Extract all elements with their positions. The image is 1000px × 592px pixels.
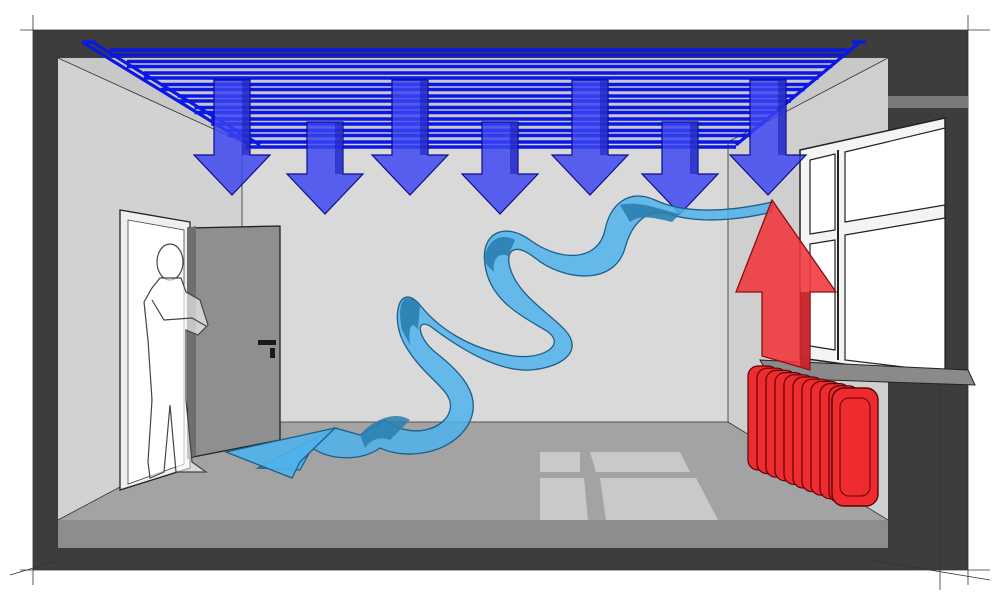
door-lock (270, 348, 275, 358)
back-wall (242, 142, 728, 422)
air-ribbon-shade-1 (620, 203, 680, 222)
cool-air-arrow-shade (690, 122, 698, 174)
air-ribbon (223, 195, 773, 479)
air-ribbon-shade-4 (360, 415, 410, 448)
radiator-end-panel-inner (839, 397, 871, 497)
cool-air-arrow-shade (335, 122, 343, 174)
warm-air-arrow (735, 198, 838, 371)
cool-air-arrow-shade (420, 80, 428, 155)
air-ribbon-shade-2 (484, 236, 515, 272)
right-wall-top-block (888, 30, 968, 102)
window-lintel (888, 96, 968, 108)
cool-air-arrow-shade (242, 80, 250, 155)
floor-front-edge (58, 520, 888, 548)
floor-light-patches (540, 452, 718, 520)
radiator (747, 365, 879, 507)
cool-air-arrow-shade (778, 80, 786, 155)
right-wall-lower-block (888, 385, 968, 570)
air-ribbon-arrowhead (223, 426, 338, 479)
door-handle (258, 340, 276, 345)
cool-air-arrow-shade (510, 122, 518, 174)
window (759, 96, 976, 386)
construction-lines (9, 15, 991, 590)
radiator-end-panel (831, 387, 879, 507)
door-leaf-edge (188, 226, 196, 458)
cool-air-arrows (192, 79, 808, 215)
person (143, 243, 209, 479)
cool-air-arrow-shade (600, 80, 608, 155)
air-ribbon-shade-3 (400, 298, 420, 345)
